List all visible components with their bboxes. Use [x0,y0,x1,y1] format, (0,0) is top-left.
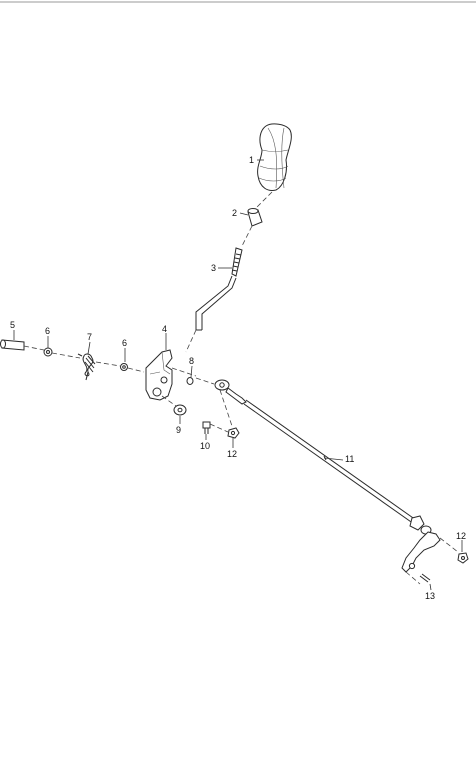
callout-13: 13 [425,591,435,601]
part-ball-joint-lower [401,515,441,573]
callout-5: 5 [10,320,15,330]
part-ball-joint-upper [214,379,247,405]
part-shift-bracket [145,349,173,401]
callout-10: 10 [200,441,210,451]
callout-4: 4 [162,324,167,334]
callout-12-lower: 12 [456,531,466,541]
callout-7: 7 [87,332,92,342]
callout-1: 1 [249,155,254,165]
part-washer-9 [173,404,187,416]
callout-6-right: 6 [122,338,127,348]
part-bolt-10 [202,421,211,434]
part-washer-left [43,347,53,357]
part-washer-right [120,363,128,371]
part-adapter [247,208,263,227]
leader-lines [13,159,463,591]
part-shift-knob [257,123,292,191]
callout-8: 8 [189,356,194,366]
part-nut-upper [227,427,240,439]
part-bolt-13 [419,573,431,583]
part-bushing [186,377,194,385]
part-pivot-pin [0,339,25,351]
callout-12-upper: 12 [227,449,237,459]
part-nut-lower [457,552,469,564]
part-shift-rod [243,399,417,525]
callout-labels: 1 2 3 4 5 6 7 6 8 9 10 12 11 12 13 [10,155,466,601]
callout-2: 2 [232,208,237,218]
callout-3: 3 [211,263,216,273]
callout-9: 9 [176,425,181,435]
part-shift-lever [195,247,243,331]
callout-11: 11 [345,454,354,464]
callout-6-left: 6 [45,326,50,336]
part-spring [77,353,96,381]
